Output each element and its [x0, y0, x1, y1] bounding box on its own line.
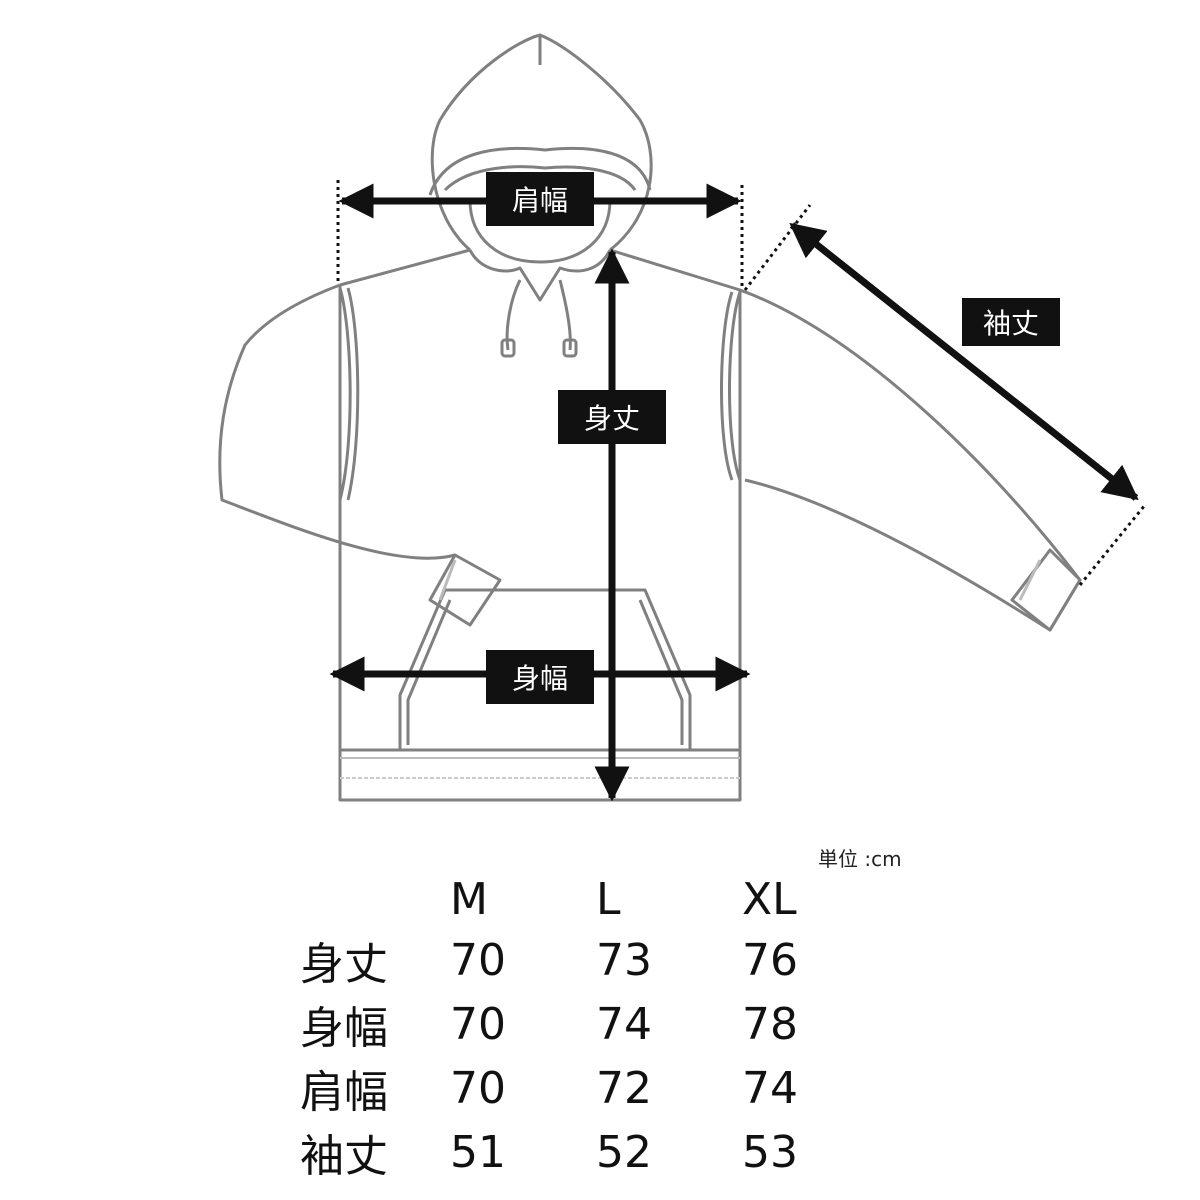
body: [338, 248, 742, 802]
table-cell: 72: [596, 1062, 652, 1114]
table-cell: 78: [742, 998, 798, 1050]
table-cell: 74: [742, 1062, 798, 1114]
pocket: [398, 588, 692, 750]
table-cell: 70: [450, 1062, 506, 1114]
table-cell: 74: [596, 998, 652, 1050]
table-cell: 53: [742, 1126, 798, 1178]
hoodie-outline: [218, 33, 1082, 802]
table-cell: 76: [742, 934, 798, 986]
table-cell: 70: [450, 998, 506, 1050]
sleeve-length-measure: [743, 204, 1147, 586]
table-header-row: M L XL: [300, 870, 862, 928]
drawstring-right: [558, 279, 572, 351]
table-cell: 52: [596, 1126, 652, 1178]
row-label: 身幅: [300, 1003, 388, 1054]
table-cell: 73: [596, 934, 652, 986]
table-row: 身幅 70 74 78: [300, 992, 862, 1056]
table-row: 肩幅 70 72 74: [300, 1056, 862, 1120]
table-row: 身丈 70 73 76: [300, 928, 862, 992]
shoulder-width-label: 肩幅: [486, 172, 594, 226]
sleeve-left: [218, 283, 456, 560]
body-width-label: 身幅: [486, 650, 594, 704]
column-header: [300, 870, 450, 928]
row-label: 身丈: [300, 939, 388, 990]
row-label: 肩幅: [300, 1067, 388, 1118]
hoodie-diagram: [218, 33, 1147, 802]
column-header-xl: XL: [742, 873, 797, 925]
table-row: 袖丈 51 52 53: [300, 1120, 862, 1184]
size-table: M L XL 身丈 70 73 76 身幅 70 74 78 肩幅 70 72 …: [300, 870, 862, 1184]
sleeve-length-label: 袖丈: [962, 298, 1060, 346]
row-label: 袖丈: [300, 1131, 388, 1182]
table-cell: 70: [450, 934, 506, 986]
drawstring-left: [505, 279, 522, 351]
column-header-m: M: [450, 873, 488, 925]
table-cell: 51: [450, 1126, 506, 1178]
unit-note: 単位 :cm: [818, 847, 902, 871]
column-header-l: L: [596, 873, 621, 925]
sleeve-length-arrow: [789, 222, 1139, 501]
hood-opening: [428, 146, 652, 196]
body-length-label: 身丈: [558, 390, 666, 444]
